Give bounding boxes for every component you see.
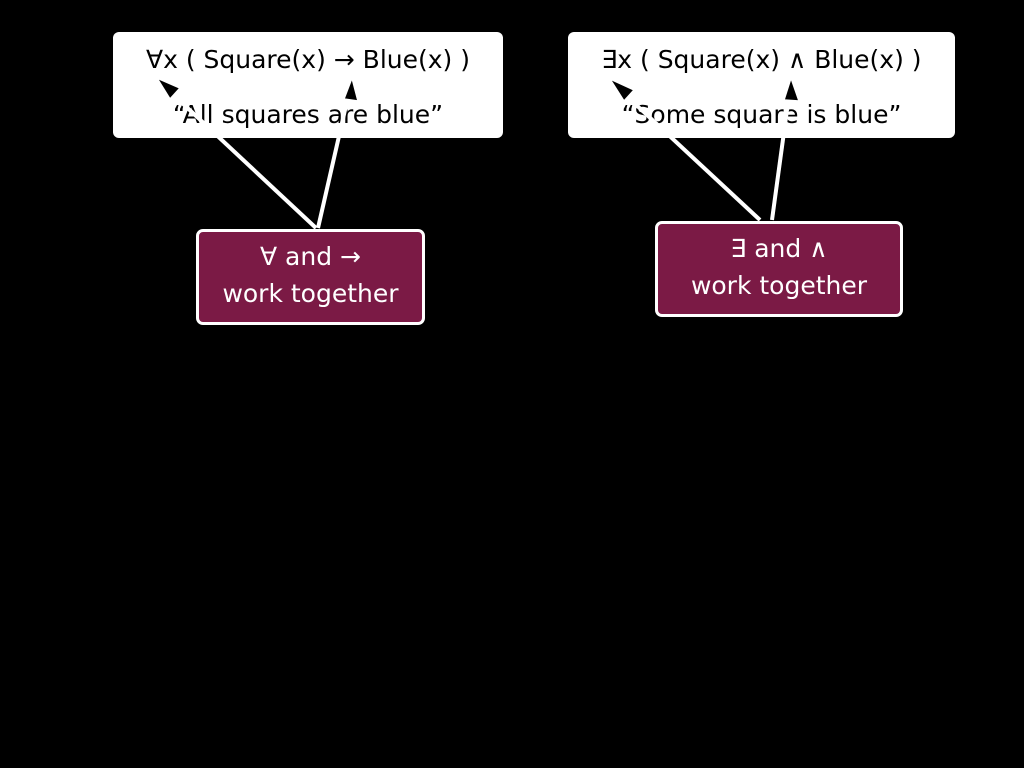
universal-note-text: work together: [222, 279, 399, 308]
universal-formula-box: ∀x ( Square(x) → Blue(x) ) “All squares …: [113, 32, 503, 138]
universal-quote: “All squares are blue”: [172, 100, 444, 129]
existential-formula: ∃x ( Square(x) ∧ Blue(x) ): [601, 45, 922, 74]
existential-note-box: ∃ and ∧ work together: [655, 221, 903, 317]
existential-formula-box: ∃x ( Square(x) ∧ Blue(x) ) “Some square …: [568, 32, 955, 138]
existential-note-symbols: ∃ and ∧: [730, 234, 828, 263]
universal-formula: ∀x ( Square(x) → Blue(x) ): [145, 45, 471, 74]
existential-quote: “Some square is blue”: [621, 100, 902, 129]
universal-note-box: ∀ and → work together: [196, 229, 425, 325]
existential-note-text: work together: [690, 271, 868, 300]
universal-note-symbols: ∀ and →: [260, 242, 361, 271]
